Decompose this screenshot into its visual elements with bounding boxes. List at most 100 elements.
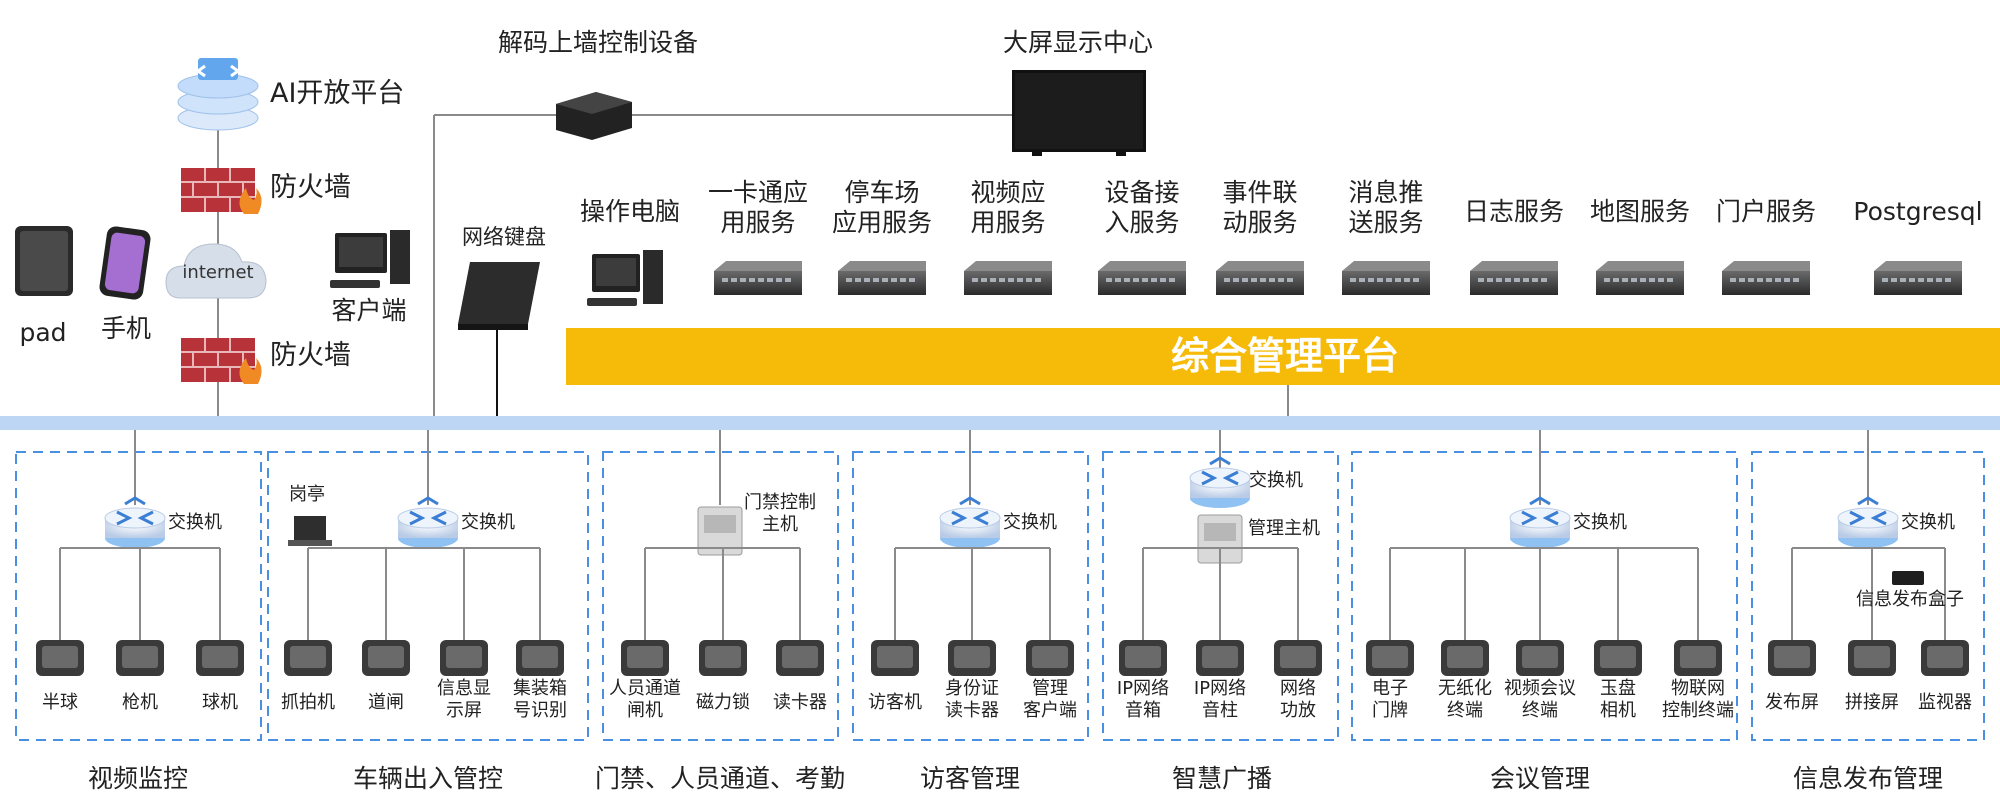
client-label: 客户端 — [331, 296, 407, 325]
device-label: 信息显 示屏 — [437, 678, 491, 721]
operator-pc-icon — [587, 250, 663, 306]
server-rack-icon — [838, 261, 926, 295]
device-label: 磁力锁 — [696, 692, 750, 713]
group-title: 智慧广播 — [1171, 764, 1273, 793]
device-label: 集装箱 号识别 — [513, 678, 567, 721]
device-label: 读卡器 — [773, 692, 827, 713]
switch-icon — [1837, 496, 1899, 548]
platform-label: 综合管理平台 — [1170, 334, 1400, 378]
terminal-device-icon — [1441, 640, 1489, 676]
extra-device-label: 岗亭 — [289, 484, 325, 505]
terminal-device-icon — [116, 640, 164, 676]
device-label: 道闸 — [368, 692, 404, 713]
server-label: 视频应 用服务 — [970, 178, 1046, 237]
info-release-box-icon — [1892, 571, 1924, 585]
group-title: 视频监控 — [87, 764, 189, 793]
access-controller-icon — [697, 506, 743, 556]
firewall-icon — [181, 168, 262, 214]
server-label: 停车场 应用服务 — [831, 178, 933, 237]
terminal-device-icon — [948, 640, 996, 676]
device-label: 半球 — [42, 692, 78, 713]
guard-booth-icon — [288, 516, 332, 546]
terminal-device-icon — [1921, 640, 1969, 676]
server-rack-icon — [1342, 261, 1430, 295]
group-title: 车辆出入管控 — [352, 764, 504, 793]
big-screen-label: 大屏显示中心 — [1002, 28, 1154, 57]
ai-platform-icon — [177, 58, 259, 131]
group-title: 信息发布管理 — [1792, 764, 1944, 793]
phone-label: 手机 — [100, 314, 152, 343]
client-desktop-icon — [330, 230, 410, 288]
hub-label: 交换机 — [1249, 470, 1303, 491]
phone-icon — [99, 226, 151, 300]
operator-pc-label: 操作电脑 — [579, 197, 681, 226]
internet-cloud-icon — [165, 243, 267, 299]
device-label: 物联网 控制终端 — [1662, 678, 1734, 721]
terminal-device-icon — [440, 640, 488, 676]
terminal-device-icon — [1366, 640, 1414, 676]
device-label: 人员通道 闸机 — [609, 678, 681, 721]
hub2-label: 管理主机 — [1248, 518, 1320, 539]
device-label: 抓拍机 — [281, 692, 335, 713]
terminal-device-icon — [1274, 640, 1322, 676]
pad-icon — [15, 226, 73, 296]
device-label: 身份证 读卡器 — [945, 678, 999, 721]
terminal-device-icon — [1674, 640, 1722, 676]
big-screen-icon — [1012, 70, 1146, 156]
server-rack-icon — [1722, 261, 1810, 295]
keyboard-label: 网络键盘 — [462, 225, 546, 249]
extra-device-label: 信息发布盒子 — [1856, 589, 1964, 610]
server-label: 消息推 送服务 — [1348, 178, 1424, 237]
device-label: IP网络 音柱 — [1193, 678, 1247, 721]
server-label: 日志服务 — [1463, 197, 1565, 226]
server-label: 一卡通应 用服务 — [707, 178, 809, 237]
network-backbone — [0, 416, 2000, 430]
terminal-device-icon — [699, 640, 747, 676]
device-label: 拼接屏 — [1845, 692, 1899, 713]
device-label: 访客机 — [868, 692, 922, 713]
ai-platform-label: AI开放平台 — [270, 78, 405, 109]
internet-label: internet — [182, 262, 254, 283]
terminal-device-icon — [1768, 640, 1816, 676]
terminal-device-icon — [362, 640, 410, 676]
group-title: 访客管理 — [919, 764, 1021, 793]
device-label: 枪机 — [122, 692, 158, 713]
hub-label: 门禁控制 主机 — [744, 492, 816, 535]
device-label: 管理 客户端 — [1023, 678, 1077, 721]
server-label: 事件联 动服务 — [1222, 178, 1298, 237]
group-title: 门禁、人员通道、考勤 — [594, 764, 846, 793]
terminal-device-icon — [776, 640, 824, 676]
hub-label: 交换机 — [1003, 512, 1057, 533]
server-label: 地图服务 — [1589, 197, 1691, 226]
pad-label: pad — [19, 318, 67, 347]
group-borders — [15, 451, 1985, 741]
management-host-icon — [1197, 514, 1243, 564]
terminal-device-icon — [1594, 640, 1642, 676]
server-rack-icon — [1874, 261, 1962, 295]
network-keyboard-icon — [458, 262, 540, 330]
terminal-device-icon — [1516, 640, 1564, 676]
device-label: 无纸化 终端 — [1438, 678, 1492, 721]
decoder-device-icon — [556, 92, 632, 140]
device-label: IP网络 音箱 — [1116, 678, 1170, 721]
device-label: 网络 功放 — [1280, 678, 1316, 721]
device-label: 视频会议 终端 — [1504, 678, 1576, 721]
switch-icon — [1509, 496, 1571, 548]
terminal-device-icon — [621, 640, 669, 676]
terminal-device-icon — [871, 640, 919, 676]
server-rack-icon — [1470, 261, 1558, 295]
device-label: 玉盘 相机 — [1600, 678, 1636, 721]
firewall-bottom-label: 防火墙 — [270, 340, 351, 371]
switch-icon — [939, 496, 1001, 548]
switch-icon — [1189, 456, 1251, 508]
server-label: 设备接 入服务 — [1104, 178, 1180, 237]
server-rack-icon — [1596, 261, 1684, 295]
server-rack-icon — [964, 261, 1052, 295]
firewall-icon — [181, 338, 262, 384]
terminal-device-icon — [284, 640, 332, 676]
hub-label: 交换机 — [168, 512, 222, 533]
hub-label: 交换机 — [1901, 512, 1955, 533]
terminal-device-icon — [36, 640, 84, 676]
